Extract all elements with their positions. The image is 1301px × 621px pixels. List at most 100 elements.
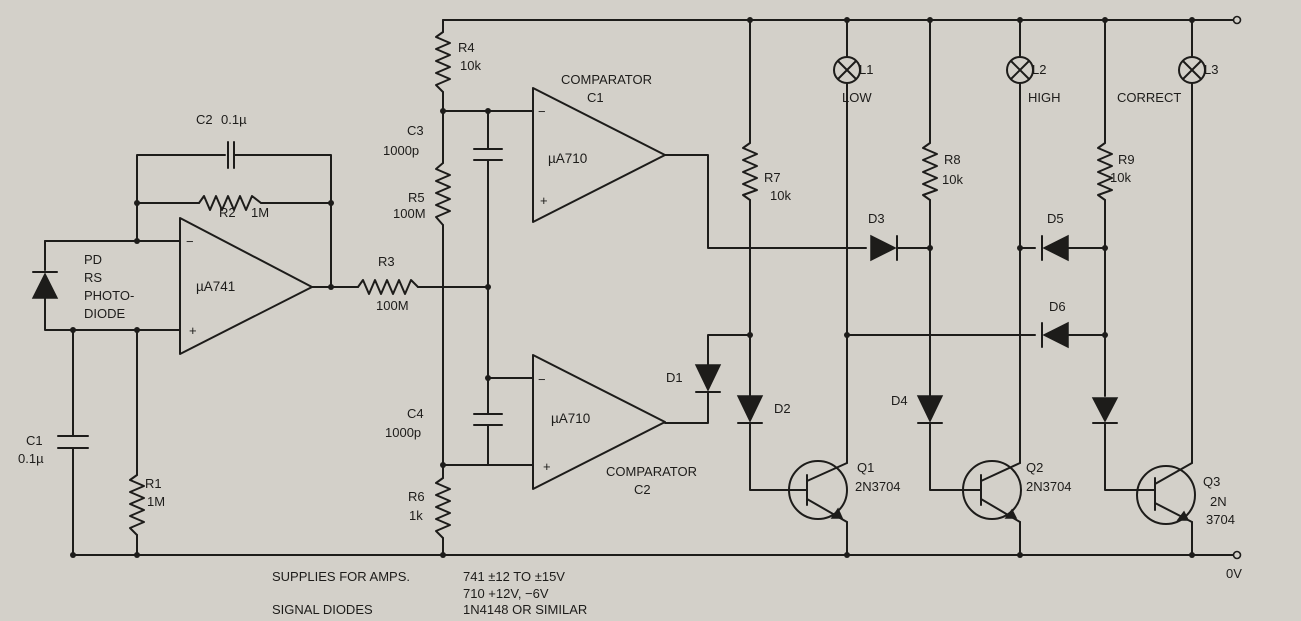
diodes-value: 1N4148 OR SIMILAR <box>463 602 587 617</box>
opamp-741-plus: + <box>189 323 197 338</box>
d6-label: D6 <box>1049 299 1066 314</box>
comparator-c2-title: COMPARATOR <box>606 464 697 479</box>
supplies-710: 710 +12V, −6V <box>463 586 549 601</box>
capacitor-c3 <box>473 148 503 161</box>
l3-ref: L3 <box>1204 62 1218 77</box>
resistor-r1 <box>129 474 145 536</box>
c2-value: 0.1µ <box>221 112 247 127</box>
supplies-label: SUPPLIES FOR AMPS. <box>272 569 410 584</box>
q3-type-line1: 2N <box>1210 494 1227 509</box>
r1-value: 1M <box>147 494 165 509</box>
r6-value: 1k <box>409 508 423 523</box>
q2-type: 2N3704 <box>1026 479 1072 494</box>
supplies-741: 741 ±12 TO ±15V <box>463 569 565 584</box>
diode-d3 <box>870 234 898 262</box>
r4-value: 10k <box>460 58 481 73</box>
comparator-c1-title: COMPARATOR <box>561 72 652 87</box>
transistor-q2 <box>962 460 1022 523</box>
comparator-c1 <box>532 87 666 223</box>
capacitor-c4 <box>473 413 503 426</box>
r8-ref: R8 <box>944 152 961 167</box>
r6-ref: R6 <box>408 489 425 504</box>
q3-ref: Q3 <box>1203 474 1220 489</box>
c3-ref: C3 <box>407 123 424 138</box>
r7-ref: R7 <box>764 170 781 185</box>
ground-label: 0V <box>1226 566 1242 581</box>
opamp-741-minus: − <box>186 234 194 249</box>
junction-dots <box>70 17 1195 558</box>
d2-label: D2 <box>774 401 791 416</box>
resistor-r4 <box>435 31 451 93</box>
resistor-r2 <box>198 195 262 211</box>
c3-value: 1000p <box>383 143 419 158</box>
comparator-c1-name: µA710 <box>548 151 587 166</box>
r9-value: 10k <box>1110 170 1131 185</box>
r8-value: 10k <box>942 172 963 187</box>
photodiode-label-line2: RS <box>84 270 102 285</box>
transistor-q3 <box>1136 462 1196 525</box>
diode-d1 <box>694 364 722 393</box>
q1-type: 2N3704 <box>855 479 901 494</box>
resistor-r6 <box>435 477 451 539</box>
photodiode-label-line3: PHOTO- <box>84 288 134 303</box>
l2-label: HIGH <box>1028 90 1061 105</box>
photodiode-label-line1: PD <box>84 252 102 267</box>
q1-ref: Q1 <box>857 460 874 475</box>
q3-type-line2: 3704 <box>1206 512 1235 527</box>
c2-ref: C2 <box>196 112 213 127</box>
r2-value: 1M <box>251 205 269 220</box>
r9-ref: R9 <box>1118 152 1135 167</box>
l2-ref: L2 <box>1032 62 1046 77</box>
r7-value: 10k <box>770 188 791 203</box>
photodiode-label-line4: DIODE <box>84 306 126 321</box>
comparator-c2-minus: − <box>538 372 546 387</box>
r2-ref: R2 <box>219 205 236 220</box>
c1-ref: C1 <box>26 433 43 448</box>
resistor-r8 <box>922 142 938 201</box>
photodiode <box>31 271 59 299</box>
r5-ref: R5 <box>408 190 425 205</box>
lamp-l1 <box>833 56 861 84</box>
resistor-r3 <box>357 279 419 295</box>
l1-ref: L1 <box>859 62 873 77</box>
r5-value: 100M <box>393 206 426 221</box>
comparator-c2 <box>532 354 666 490</box>
diodes-label: SIGNAL DIODES <box>272 602 373 617</box>
opamp-741 <box>179 217 313 355</box>
wires <box>44 19 1234 556</box>
c4-value: 1000p <box>385 425 421 440</box>
comparator-c2-ref: C2 <box>634 482 651 497</box>
d4-label: D4 <box>891 393 908 408</box>
c1-value: 0.1µ <box>18 451 44 466</box>
l3-label: CORRECT <box>1117 90 1181 105</box>
opamp-741-name: µA741 <box>196 279 235 294</box>
d5-label: D5 <box>1047 211 1064 226</box>
comparator-c1-minus: − <box>538 104 546 119</box>
d3-label: D3 <box>868 211 885 226</box>
comparator-c2-plus: + <box>543 459 551 474</box>
r3-ref: R3 <box>378 254 395 269</box>
diode-d2 <box>736 395 764 424</box>
q2-ref: Q2 <box>1026 460 1043 475</box>
capacitor-c2 <box>227 141 235 169</box>
lamp-l2 <box>1006 56 1034 84</box>
diode-d6 <box>1041 321 1069 349</box>
diode-d4 <box>916 395 944 424</box>
lamp-l3 <box>1178 56 1206 84</box>
diode-d5 <box>1041 234 1069 262</box>
comparator-c1-plus: + <box>540 193 548 208</box>
supply-terminal-ground <box>1232 550 1242 560</box>
r3-value: 100M <box>376 298 409 313</box>
l1-label: LOW <box>842 90 872 105</box>
d1-label: D1 <box>666 370 683 385</box>
transistor-q1 <box>788 460 848 523</box>
resistor-r9 <box>1097 142 1113 201</box>
r1-ref: R1 <box>145 476 162 491</box>
supply-terminal-positive <box>1232 15 1242 25</box>
resistor-r5 <box>435 162 451 226</box>
c4-ref: C4 <box>407 406 424 421</box>
r4-ref: R4 <box>458 40 475 55</box>
resistor-r7 <box>742 142 758 201</box>
comparator-c2-name: µA710 <box>551 411 590 426</box>
